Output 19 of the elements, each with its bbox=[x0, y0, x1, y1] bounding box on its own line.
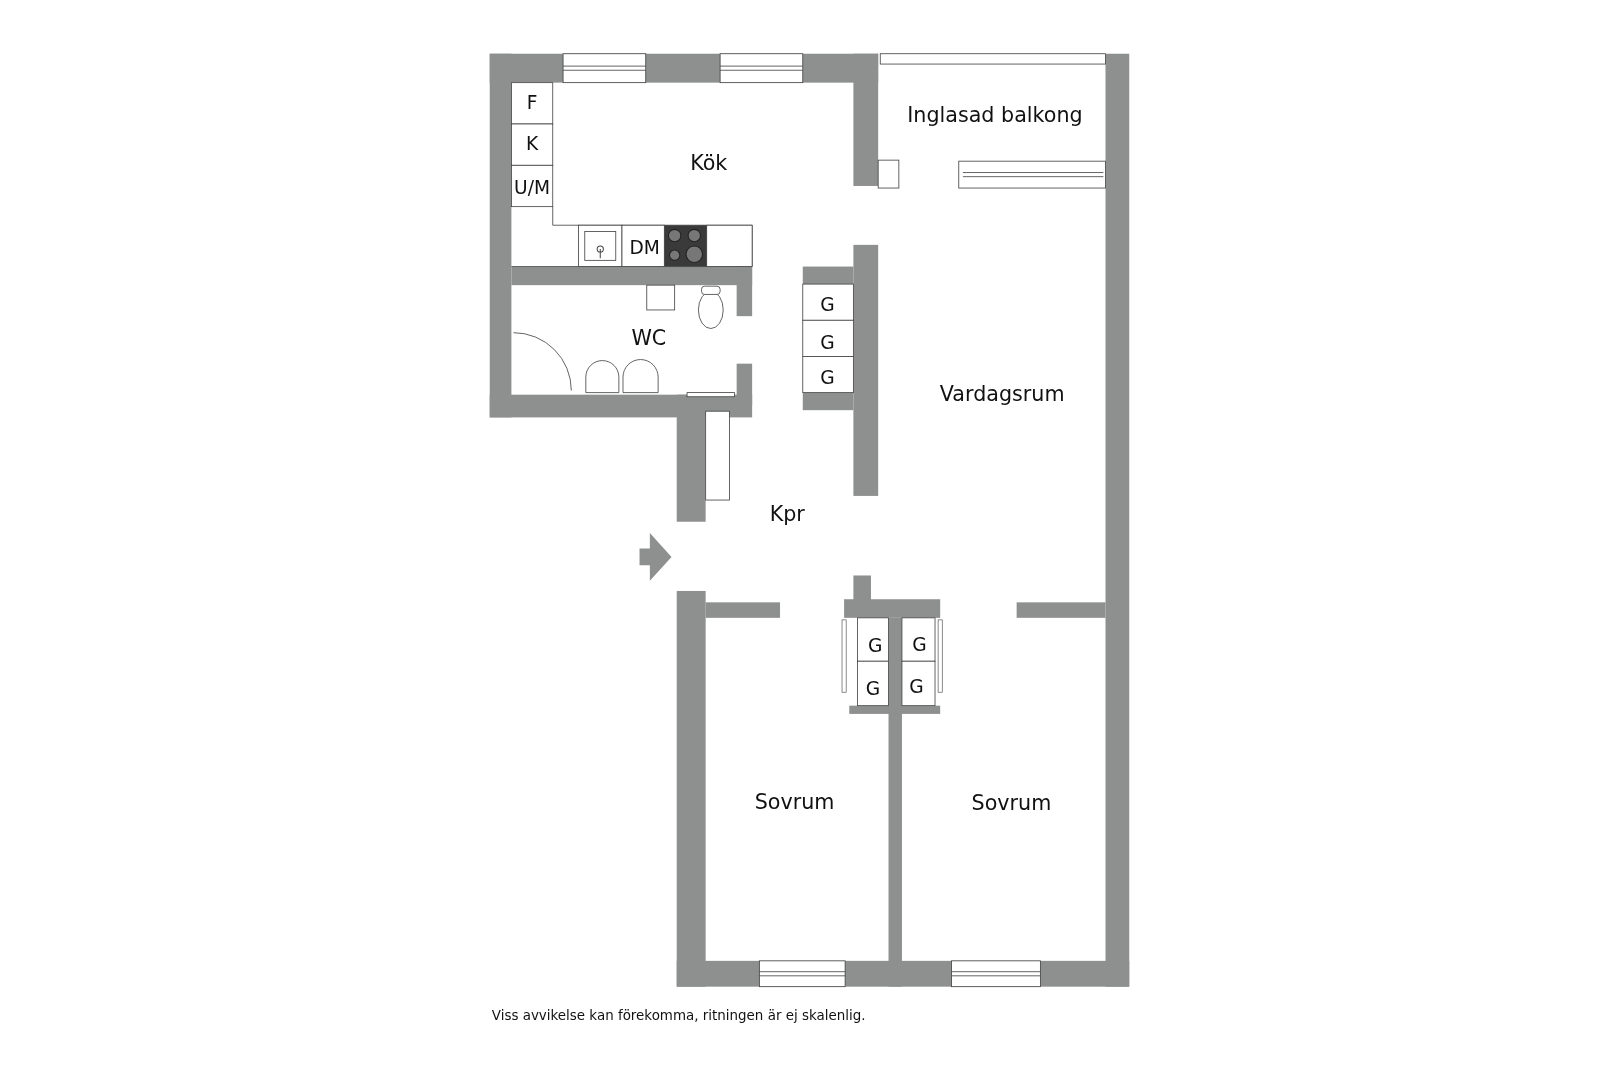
room-label: Inglasad balkong bbox=[907, 102, 1083, 128]
room-label: Kpr bbox=[769, 501, 805, 526]
fixture-label: G bbox=[912, 633, 927, 656]
fixture-label: G bbox=[865, 677, 881, 699]
fixture-label: DM bbox=[629, 236, 660, 258]
fixture-label: G bbox=[820, 293, 835, 316]
room-label: Sovrum bbox=[971, 790, 1052, 816]
fixture-label: G bbox=[820, 331, 835, 353]
room-label: Vardagsrum bbox=[939, 381, 1065, 407]
fixture-label: G bbox=[867, 634, 883, 657]
fixture-label: U/M bbox=[514, 176, 551, 198]
fixture-label: G bbox=[909, 675, 924, 697]
room-label: Sovrum bbox=[754, 789, 835, 815]
room-label: Kök bbox=[690, 150, 728, 176]
fixture-label: K bbox=[526, 132, 539, 155]
fixture-label: G bbox=[820, 366, 835, 388]
room-label: WC bbox=[631, 325, 667, 351]
disclaimer-note: Viss avvikelse kan förekomma, ritningen är ej skalenlig. bbox=[491, 1007, 866, 1023]
fixture-label: F bbox=[526, 91, 538, 114]
